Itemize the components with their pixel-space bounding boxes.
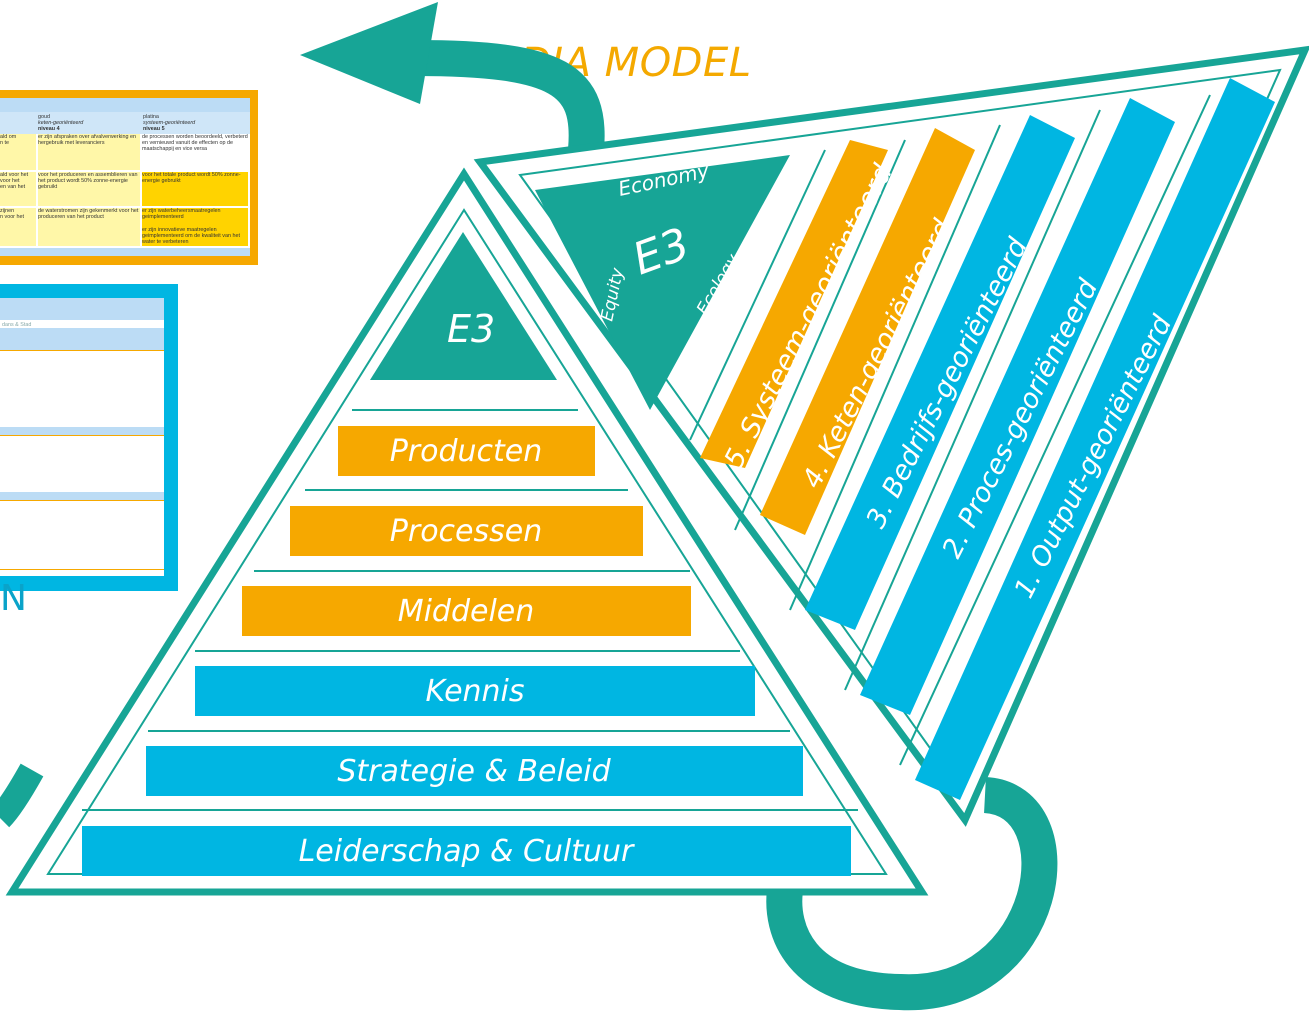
level-label-producten: Producten: [390, 434, 543, 469]
level-label-processen: Processen: [390, 514, 542, 549]
keten-label: keten-georiënteerd: [38, 120, 84, 126]
top-arrow-head: [300, 2, 438, 104]
niveau5-label: niveau 5: [143, 126, 165, 132]
bar-systeem: [700, 140, 888, 468]
e3-small-triangle: [535, 155, 790, 410]
e3-pyramid-label: E3: [447, 307, 495, 351]
table-row: [0, 500, 164, 570]
col-goud: goud: [38, 114, 50, 120]
level-bar-kennis: [195, 666, 755, 716]
table-divider: [0, 492, 164, 500]
level-table: goud platina keten-georiënteerd systeem-…: [0, 98, 250, 256]
level-label-leiderschap: Leiderschap & Cultuur: [299, 834, 635, 869]
guide-line: [844, 109, 1101, 691]
table-cell: zijnen n voor het: [0, 208, 36, 246]
table-cell: de waterstromen zijn gekenmerkt voor het…: [38, 208, 140, 246]
table-header-row: [0, 112, 250, 134]
top-arrow-shaft: [414, 40, 605, 152]
orientation-bars: [689, 78, 1275, 800]
level-label-strategie: Strategie & Beleid: [337, 754, 611, 789]
blue-table-thumbnail: dans & Stad: [0, 284, 178, 591]
guide-line: [789, 124, 1001, 611]
guide-line: [689, 149, 826, 441]
table-header-stripe: [0, 98, 250, 112]
table-cell: de processen worden beoordeeld, verbeter…: [142, 134, 248, 153]
table-cell: voor het produceren en assemblieren van …: [38, 172, 140, 206]
niveau4-label: niveau 4: [38, 126, 60, 132]
level-label-kennis: Kennis: [425, 674, 524, 709]
table-header-stripe: [0, 298, 164, 320]
level-bar-leiderschap: [82, 826, 851, 876]
table-cell: ald om n te: [0, 134, 36, 170]
guide-line: [734, 139, 906, 531]
table-footer-stripe: [0, 248, 250, 256]
e3-top-triangle: [370, 232, 557, 380]
level-table-thumbnail: goud platina keten-georiënteerd systeem-…: [0, 90, 258, 265]
table-cell: ald voor het voor het en van het: [0, 172, 36, 206]
blue-table: dans & Stad: [0, 298, 164, 576]
table-cell: voor het totale product wordt 50% zonne-…: [142, 172, 248, 206]
partial-letter: N: [0, 578, 27, 619]
level-bar-processen: [290, 506, 643, 556]
bar-bedrijfs: [805, 115, 1075, 630]
level-label-middelen: Middelen: [398, 594, 535, 629]
level-bar-middelen: [242, 586, 691, 636]
col-platina: platina: [143, 114, 159, 120]
table-header-row: [0, 328, 164, 350]
table-cell: er zijn waterbeheersmaatregelen geimplem…: [142, 208, 248, 246]
table-cell: er zijn afspraken over afvalverwerking e…: [38, 134, 140, 170]
bar-proces: [860, 98, 1175, 715]
guide-line: [899, 94, 1211, 766]
table-divider: [0, 427, 164, 435]
blue-table-header: dans & Stad: [2, 322, 32, 328]
level-bar-strategie: [146, 746, 803, 796]
level-bar-producten: [338, 426, 595, 476]
bottom-right-curl: [766, 777, 1058, 1011]
systeem-label: systeem-georiënteerd: [143, 120, 196, 126]
bar-keten: [760, 128, 975, 535]
left-arc-fragment: [0, 763, 44, 828]
bar-output: [915, 78, 1275, 800]
